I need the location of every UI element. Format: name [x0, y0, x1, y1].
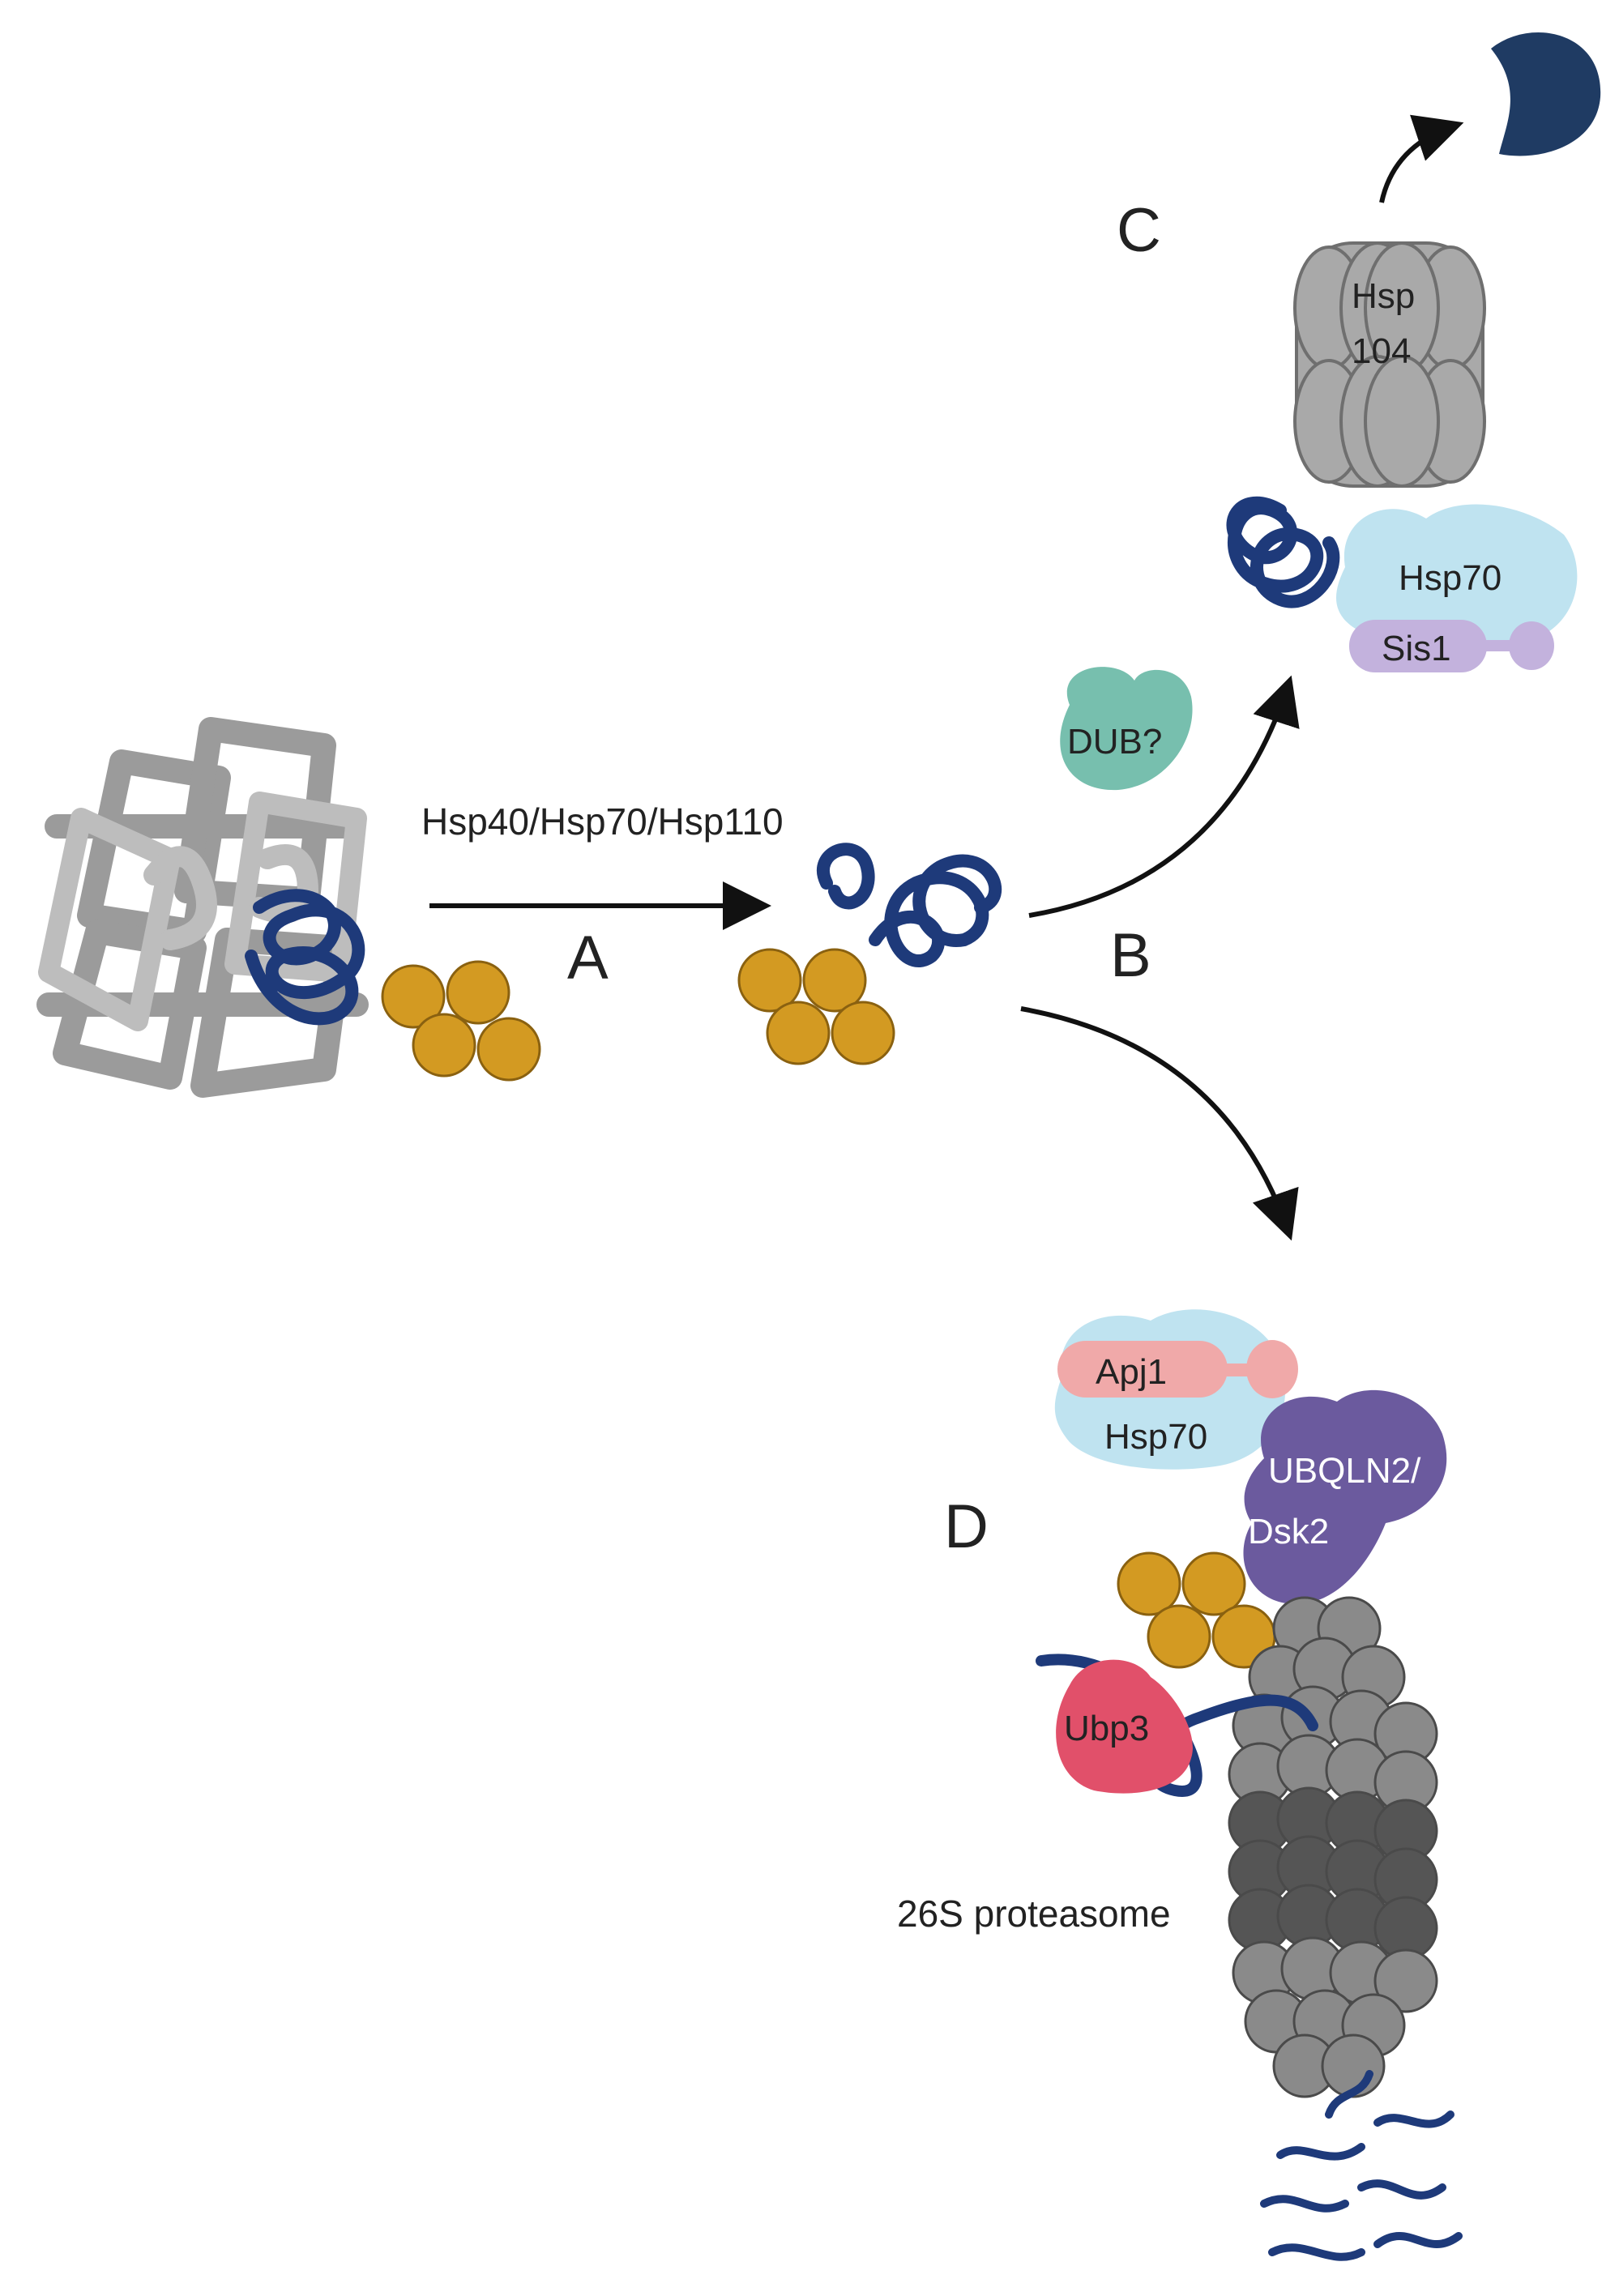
hsp70-top: Hsp70: [1335, 504, 1578, 649]
proteasome-label: 26S proteasome: [897, 1893, 1171, 1935]
substrate-chain-hsp104: [1226, 496, 1340, 608]
ubiquitin-chain-proteasome: [1117, 1551, 1276, 1669]
hsp104-label-line2: 104: [1352, 331, 1411, 371]
hsp104-hexamer: Hsp 104: [1293, 241, 1486, 488]
ubqln2-label-line1: UBQLN2/: [1268, 1451, 1421, 1491]
peptide-fragments: [1260, 2070, 1463, 2261]
ubiquitin-chain-released: [737, 948, 895, 1065]
sis1: Sis1: [1349, 620, 1554, 672]
sis1-label: Sis1: [1382, 629, 1451, 668]
ubqln2-label-line2: Dsk2: [1248, 1512, 1329, 1551]
step-label-c: C: [1117, 196, 1161, 265]
chaperone-label: Hsp40/Hsp70/Hsp110: [421, 800, 784, 843]
substrate-chain-aggregate: [245, 889, 365, 1026]
dub-enzyme: DUB?: [1060, 667, 1193, 791]
arrow-b-down: [1020, 1006, 1299, 1241]
step-label-d: D: [944, 1492, 989, 1561]
ubp3: Ubp3: [1056, 1659, 1193, 1794]
step-label-a: A: [567, 924, 609, 992]
step-label-b: B: [1110, 921, 1151, 990]
apj1-label: Apj1: [1096, 1352, 1167, 1392]
hsp70-top-label: Hsp70: [1399, 558, 1502, 598]
substrate-chain-released: [869, 854, 1002, 967]
ubp3-label: Ubp3: [1064, 1709, 1149, 1748]
hsp70-bottom-label: Hsp70: [1104, 1417, 1207, 1457]
protein-aggregate: [36, 717, 369, 1098]
refolded-protein: [1491, 32, 1601, 156]
proteasome-26s: [1228, 1596, 1438, 2098]
hsp104-label-line1: Hsp: [1352, 276, 1415, 316]
arrow-b-up: [1028, 675, 1300, 918]
dub-label: DUB?: [1067, 722, 1162, 762]
apj1: Apj1: [1057, 1340, 1298, 1398]
arrow-refold: [1379, 114, 1464, 203]
ubiquitin-chain-aggregate: [381, 960, 541, 1082]
ubqln2-dsk2: UBQLN2/ Dsk2: [1243, 1389, 1447, 1604]
